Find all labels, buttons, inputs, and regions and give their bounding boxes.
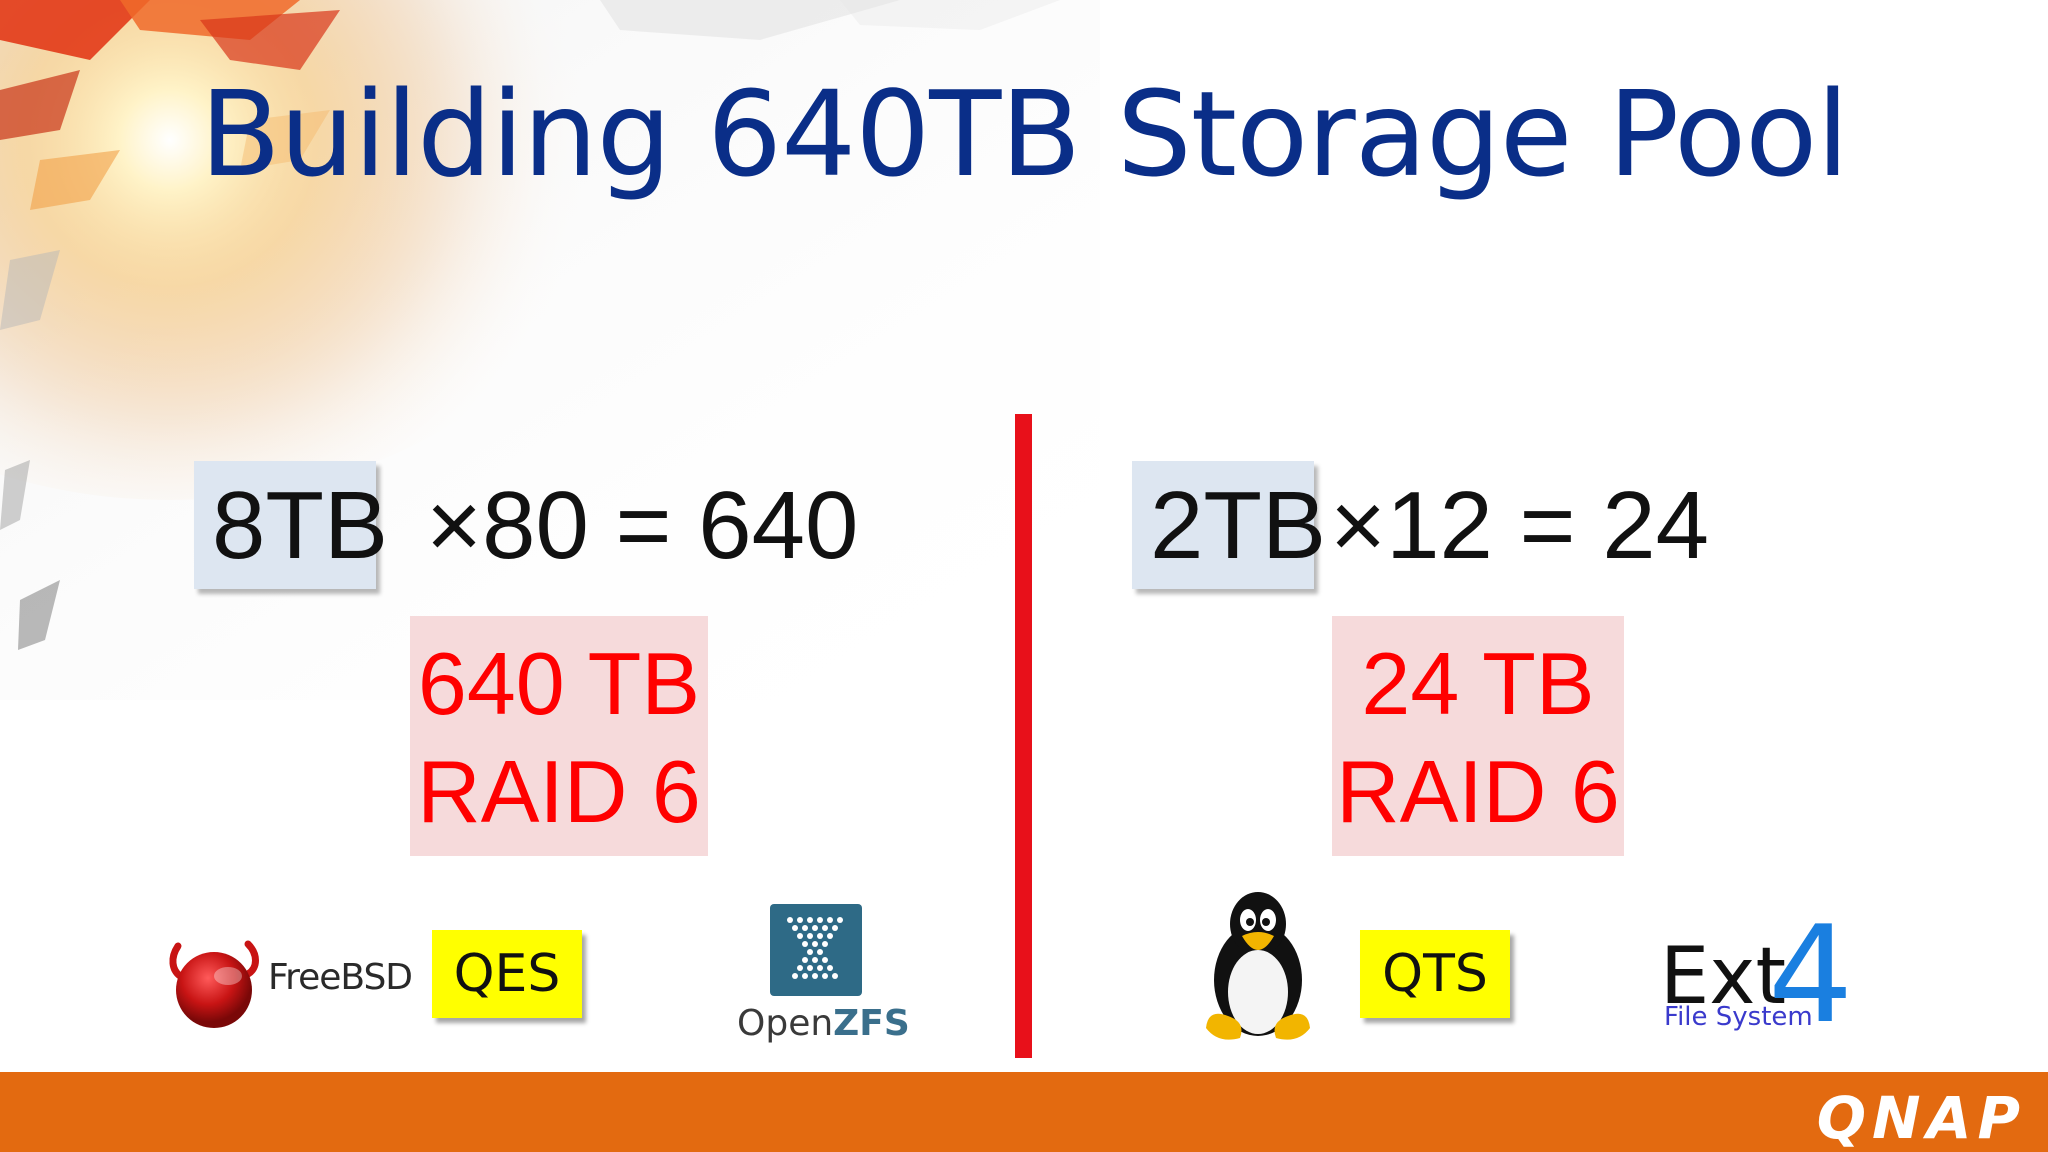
ext4-logo-number: 4 [1768,897,1854,1053]
left-capacity-box [194,461,376,589]
left-result-capacity: 640 TB [417,634,701,733]
left-equation: ×80 = 640 [426,472,859,579]
openzfs-logo-text: OpenZFS [737,1003,910,1044]
right-equation: ×12 = 24 [1330,472,1710,579]
ext4-logo-subtitle: File System [1664,1002,1813,1032]
openzfs-zfs-text: ZFS [833,1003,910,1044]
slide-title: Building 640TB Storage Pool [199,65,1849,203]
qts-label: QTS [1360,930,1510,1018]
qnap-brand-logo: QNAP [1816,1084,2026,1152]
right-capacity-text: 2TB [1150,472,1327,579]
openzfs-icon [770,904,862,996]
ext4-logo-word: Ext [1660,932,1787,1022]
center-divider [1015,414,1032,1058]
right-result-capacity: 24 TB [1361,634,1595,733]
footer-bar [0,1072,2048,1152]
qes-label: QES [432,930,582,1018]
freebsd-daemon-icon [169,940,259,1028]
left-result-raid: RAID 6 [417,742,701,841]
tux-penguin-icon [1206,892,1310,1040]
left-capacity-text: 8TB [212,472,389,579]
right-result-raid: RAID 6 [1336,742,1620,841]
freebsd-logo-text: FreeBSD [268,957,413,998]
left-result-box: 640 TB RAID 6 [410,616,708,856]
openzfs-open-text: Open [737,1003,834,1044]
right-result-box: 24 TB RAID 6 [1332,616,1624,856]
right-capacity-box [1132,461,1314,589]
background-decoration [0,0,1100,700]
